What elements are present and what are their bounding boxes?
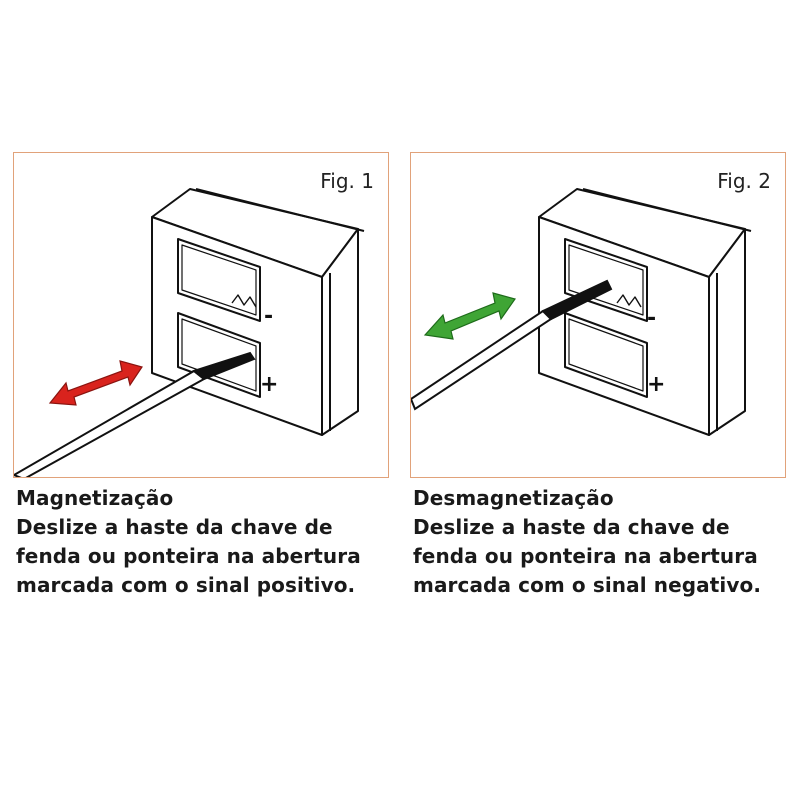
slot-minus [564,238,648,322]
magnetizer-diagram-1: - + [14,188,365,477]
double-arrow-red-icon [48,360,143,406]
caption-line: fenda ou ponteira na abertura [16,544,361,568]
plus-sign: + [260,372,278,397]
slot-minus [177,238,261,322]
block-seam [582,188,752,232]
minus-sign: - [647,306,656,331]
magnetization-caption: Magnetização Deslize a haste da chave de… [16,484,396,600]
caption-title: Magnetização [16,486,174,510]
screwdriver-1 [14,351,256,477]
slot-teeth [616,294,642,308]
demagnetization-caption: Desmagnetização Deslize a haste da chave… [413,484,793,600]
block-seam [195,188,365,232]
screwdriver-2 [411,279,613,411]
caption-line: marcada com o sinal negativo. [413,573,762,597]
caption-line: marcada com o sinal positivo. [16,573,356,597]
caption-title: Desmagnetização [413,486,614,510]
screwdriver-tip [191,351,256,381]
slot-plus [564,312,648,398]
figure-2-panel: Fig. 2 - + [410,152,786,478]
screwdriver-tip [541,279,613,321]
slot-plus [177,312,261,398]
fig-2-label: Fig. 2 [717,169,771,193]
double-arrow-green-icon [423,292,516,340]
minus-sign: - [264,304,273,329]
caption-line: fenda ou ponteira na abertura [413,544,758,568]
magnetizer-diagram-2: - + [411,188,752,436]
fig-1-label: Fig. 1 [320,169,374,193]
figure-1-panel: Fig. 1 - + [13,152,389,478]
slot-teeth [231,294,257,308]
caption-line: Deslize a haste da chave de [16,515,333,539]
plus-sign: + [647,372,665,397]
caption-line: Deslize a haste da chave de [413,515,730,539]
